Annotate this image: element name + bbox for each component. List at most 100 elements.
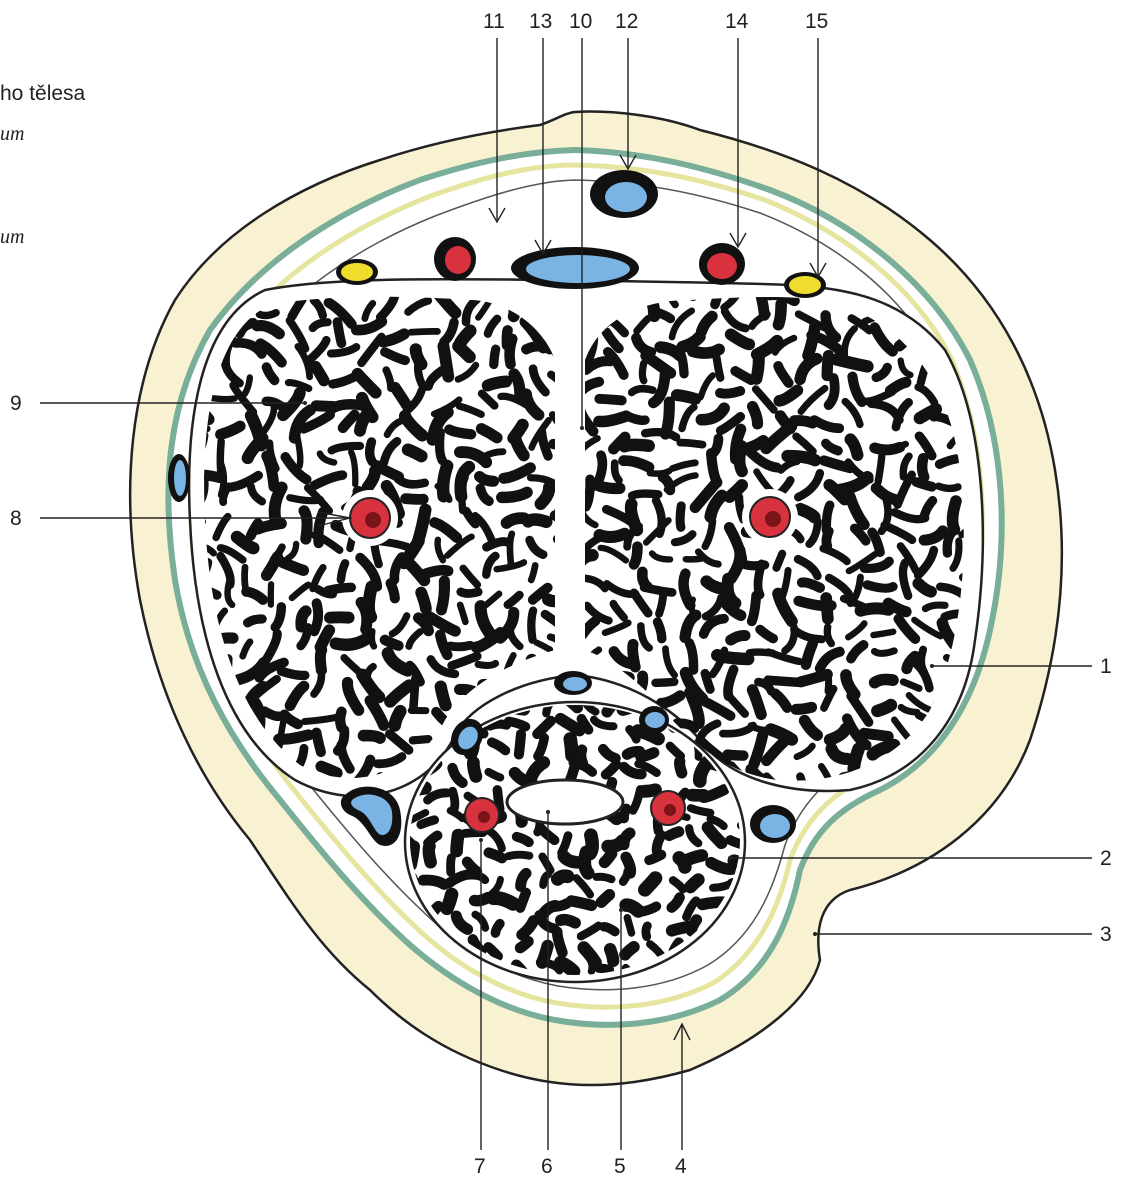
erectile-trabecula <box>305 718 336 722</box>
erectile-trabecula <box>854 749 859 769</box>
erectile-trabecula <box>480 476 494 481</box>
erectile-trabecula <box>867 585 893 588</box>
erectile-trabecula <box>561 920 575 923</box>
label-2: 2 <box>1100 847 1112 870</box>
erectile-trabecula <box>586 479 590 507</box>
spongiosum-artery-right <box>651 791 685 825</box>
dorsal-artery-right <box>699 243 745 285</box>
erectile-trabecula <box>585 852 588 873</box>
erectile-trabecula <box>519 734 521 754</box>
erectile-trabecula <box>469 875 485 880</box>
erectile-trabecula <box>248 619 262 623</box>
erectile-trabecula <box>440 432 443 460</box>
erectile-trabecula <box>877 705 891 711</box>
erectile-trabecula <box>461 592 479 594</box>
erectile-trabecula <box>685 855 702 861</box>
erectile-trabecula <box>385 640 398 646</box>
erectile-trabecula <box>776 554 782 568</box>
erectile-trabecula <box>634 547 637 565</box>
erectile-trabecula <box>497 790 499 809</box>
erectile-trabecula <box>922 458 924 477</box>
erectile-trabecula <box>649 855 661 860</box>
erectile-trabecula <box>316 733 320 752</box>
erectile-trabecula <box>828 673 829 691</box>
erectile-trabecula <box>850 439 857 455</box>
erectile-trabecula <box>478 663 495 665</box>
erectile-trabecula <box>939 459 956 464</box>
erectile-trabecula <box>557 932 562 953</box>
label-1: 1 <box>1100 655 1112 678</box>
erectile-trabecula <box>296 434 300 466</box>
erectile-trabecula <box>447 894 452 908</box>
erectile-trabecula <box>873 632 893 635</box>
ventral-vein-right <box>750 805 796 843</box>
erectile-trabecula <box>599 968 610 969</box>
erectile-trabecula <box>646 926 648 937</box>
erectile-trabecula <box>245 567 246 589</box>
erectile-trabecula <box>391 583 395 598</box>
erectile-trabecula <box>425 570 448 574</box>
erectile-trabecula <box>918 583 931 591</box>
erectile-trabecula <box>601 895 609 903</box>
erectile-trabecula <box>690 880 698 887</box>
erectile-trabecula <box>658 622 662 639</box>
erectile-trabecula <box>826 598 828 619</box>
label-10: 10 <box>569 10 592 33</box>
erectile-trabecula <box>340 712 341 728</box>
erectile-trabecula <box>411 331 438 332</box>
erectile-trabecula <box>561 963 574 972</box>
erectile-trabecula <box>657 835 662 851</box>
dorsal-artery-left <box>434 237 476 281</box>
label-14: 14 <box>725 10 749 33</box>
erectile-trabecula <box>659 593 663 614</box>
label-15: 15 <box>805 10 828 33</box>
erectile-trabecula <box>921 367 925 382</box>
erectile-trabecula <box>768 680 798 682</box>
erectile-trabecula <box>686 559 702 560</box>
erectile-trabecula <box>680 443 702 445</box>
erectile-trabecula <box>451 858 452 872</box>
erectile-trabecula <box>531 565 535 580</box>
erectile-trabecula <box>643 906 656 911</box>
erectile-trabecula <box>488 772 500 778</box>
erectile-trabecula <box>413 739 429 740</box>
erectile-trabecula <box>341 563 345 579</box>
urethra <box>507 780 623 824</box>
superficial-dorsal-vein <box>590 170 658 218</box>
erectile-trabecula <box>802 582 820 587</box>
erectile-trabecula <box>279 735 309 739</box>
erectile-trabecula <box>787 456 815 460</box>
erectile-trabecula <box>691 808 710 813</box>
erectile-trabecula <box>361 602 367 629</box>
erectile-trabecula <box>610 949 613 961</box>
erectile-trabecula <box>806 643 813 664</box>
erectile-trabecula <box>633 644 636 667</box>
erectile-trabecula <box>421 593 426 609</box>
deep-dorsal-vein <box>511 247 639 289</box>
erectile-trabecula <box>502 492 527 497</box>
erectile-trabecula <box>258 523 281 528</box>
erectile-trabecula <box>599 416 626 421</box>
erectile-trabecula <box>861 608 889 610</box>
label-12: 12 <box>615 10 638 33</box>
erectile-trabecula <box>864 733 888 736</box>
erectile-trabecula <box>627 416 645 420</box>
erectile-trabecula <box>705 673 710 689</box>
erectile-trabecula <box>752 595 756 621</box>
erectile-trabecula <box>677 723 695 728</box>
erectile-trabecula <box>837 360 868 367</box>
erectile-trabecula <box>495 924 499 933</box>
erectile-trabecula <box>758 564 762 595</box>
erectile-trabecula <box>626 905 638 911</box>
dorsal-nerve-right <box>784 272 826 298</box>
erectile-trabecula <box>826 531 828 546</box>
erectile-trabecula <box>778 304 781 324</box>
erectile-trabecula <box>460 331 470 343</box>
erectile-trabecula <box>644 587 672 592</box>
erectile-trabecula <box>624 445 648 446</box>
erectile-trabecula <box>623 871 628 881</box>
erectile-trabecula <box>509 721 526 726</box>
erectile-trabecula <box>450 645 470 647</box>
erectile-trabecula <box>429 846 431 862</box>
erectile-trabecula <box>395 711 401 725</box>
